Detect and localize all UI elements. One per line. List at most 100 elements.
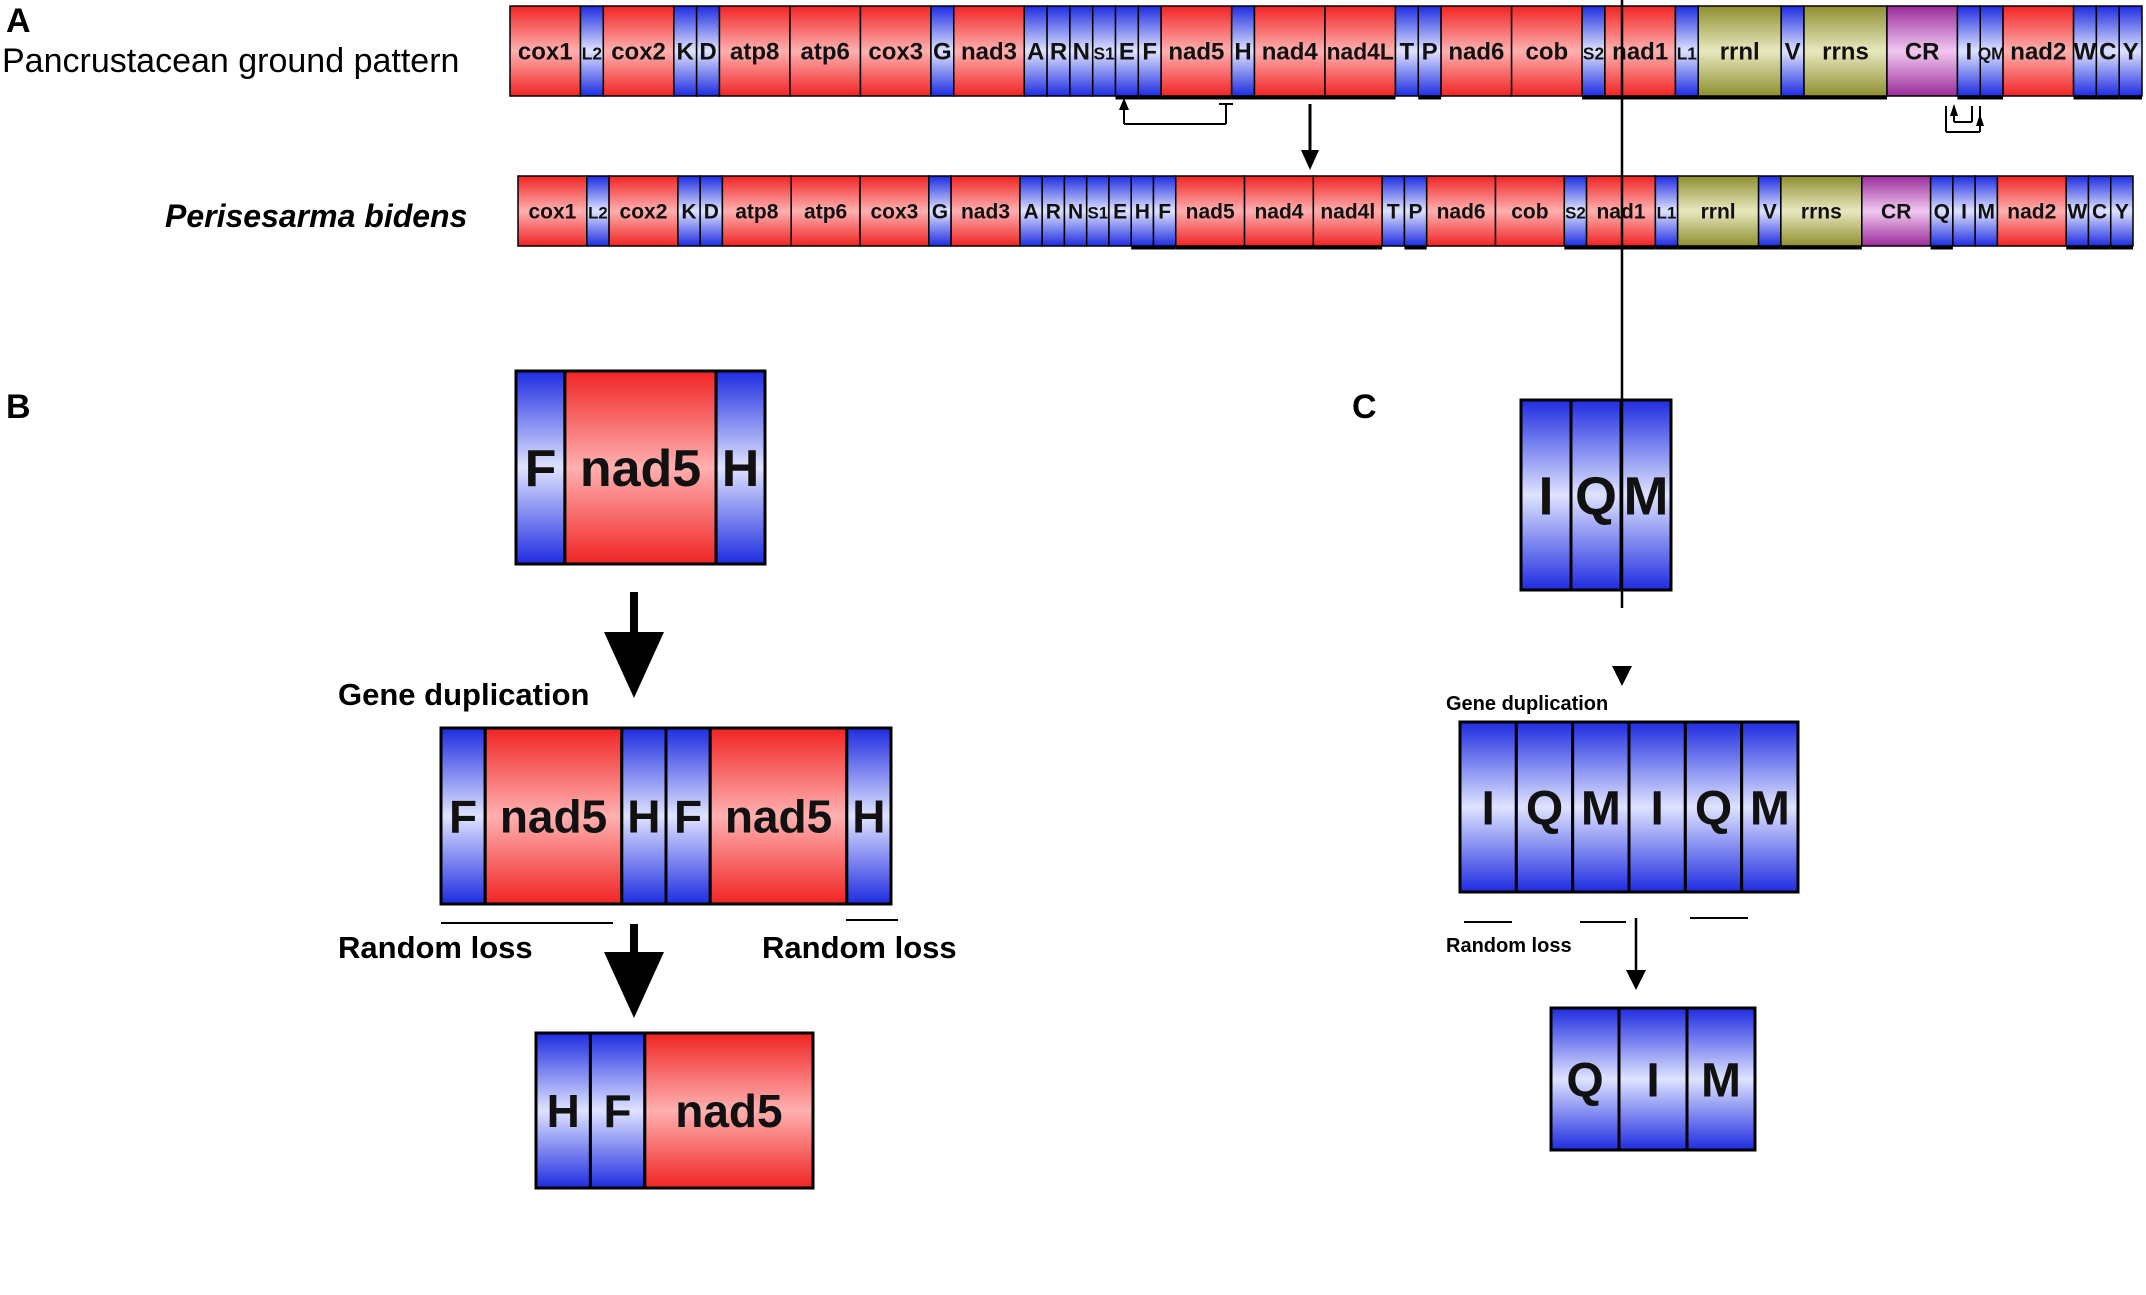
gene-trna-h: H	[620, 726, 668, 906]
gene-protein-nad1: nad1	[1604, 5, 1677, 97]
gene-trna-qm: QM	[1978, 5, 2006, 97]
gene-box	[1627, 720, 1687, 894]
gene-trna-m: M	[1740, 720, 1800, 894]
gene-label: R	[1046, 201, 1061, 224]
gene-control-region-cr: CR	[1861, 175, 1932, 247]
gene-trna-f: F	[514, 369, 567, 566]
gene-box	[1617, 1006, 1689, 1152]
gene-label: H	[1135, 201, 1150, 224]
gene-box	[708, 726, 849, 906]
gene-trna-s1: S1	[1091, 5, 1117, 97]
panel-a-arrow	[1301, 104, 1319, 170]
gene-box	[517, 175, 588, 247]
gene-trna-r: R	[1046, 5, 1071, 97]
gene-label: I	[1650, 782, 1663, 835]
gene-trna-w: W	[2065, 175, 2090, 247]
gene-rrna-rrns: rrns	[1803, 5, 1888, 97]
gene-trna-v: V	[1757, 175, 1782, 247]
gene-trna-d: D	[695, 5, 721, 97]
gene-label: Y	[2115, 201, 2129, 224]
gene-label: cox3	[868, 39, 923, 66]
gene-label: P	[1409, 201, 1423, 224]
translocation-arrowhead-i	[1950, 104, 1958, 116]
gene-protein-cox1: cox1	[517, 175, 588, 247]
gene-trna-v: V	[1780, 5, 1805, 97]
gene-label: nad5	[1168, 39, 1224, 66]
gene-trna-e: E	[1108, 175, 1132, 247]
gene-trna-r: R	[1041, 175, 1066, 247]
gene-label: M	[1750, 782, 1790, 835]
gene-protein-cox2: cox2	[608, 175, 679, 247]
gene-label: H	[722, 440, 760, 498]
gene-protein-nad2: nad2	[2002, 5, 2075, 97]
gene-protein-nad4l: nad4L	[1324, 5, 1397, 97]
gene-label: N	[1073, 39, 1090, 66]
gene-label: cox3	[870, 201, 918, 224]
gene-label: F	[1142, 39, 1157, 66]
gene-trna-h: H	[534, 1031, 592, 1190]
gene-label: T	[1400, 39, 1415, 66]
panel-b-arrow-2	[604, 924, 664, 1018]
gene-box	[2002, 5, 2075, 97]
gene-box	[1243, 175, 1315, 247]
gene-label: G	[932, 201, 948, 224]
translocation-arrowhead-f	[1119, 98, 1129, 110]
gene-trna-k: K	[673, 5, 698, 97]
gene-label: Q	[1526, 782, 1563, 835]
gene-box	[509, 5, 582, 97]
gene-label: I	[1538, 466, 1553, 526]
gene-protein-cox3: cox3	[859, 5, 932, 97]
gene-label: H	[1234, 39, 1251, 66]
gene-label: CR	[1881, 201, 1911, 224]
gene-trna-p: P	[1403, 175, 1428, 247]
gene-label: nad1	[1612, 39, 1668, 66]
gene-trna-q: Q	[1514, 720, 1575, 894]
gene-label: S2	[1565, 204, 1586, 223]
gene-box	[439, 726, 487, 906]
gene-box	[1549, 1006, 1621, 1152]
translocation-arrowhead-qm	[1976, 114, 1984, 126]
gene-box	[2109, 175, 2134, 247]
gene-label: N	[1068, 201, 1083, 224]
gene-label: A	[1023, 201, 1038, 224]
ground-pattern-label: Pancrustacean ground pattern	[2, 42, 459, 80]
panel-c-arrow-2	[1626, 918, 1646, 990]
gene-box	[664, 726, 712, 906]
gene-trna-c: C	[2087, 175, 2112, 247]
gene-label: K	[681, 201, 696, 224]
panel-c-step-gene-duplication: Gene duplication	[1446, 693, 1608, 715]
gene-label: S1	[1094, 44, 1116, 64]
panel-c-random-loss: Random loss	[1446, 935, 1572, 957]
panel-b-random-loss-right: Random loss	[762, 930, 957, 965]
gene-box	[1571, 720, 1631, 894]
gene-trna-g: G	[930, 5, 955, 97]
gene-label: L2	[588, 204, 608, 223]
gene-trna-s2: S2	[1581, 5, 1606, 97]
gene-trna-m: M	[1571, 720, 1631, 894]
species-label: Perisesarma bidens	[165, 198, 467, 234]
gene-trna-h: H	[1230, 5, 1256, 97]
gene-label: cob	[1526, 39, 1569, 66]
gene-trna-i: I	[1458, 720, 1518, 894]
gene-label: nad4l	[1320, 201, 1375, 224]
gene-label: Y	[2123, 39, 2139, 66]
gene-trna-f: F	[439, 726, 487, 906]
gene-box	[620, 726, 668, 906]
gene-protein-nad2: nad2	[1996, 175, 2067, 247]
gene-trna-h: H	[1130, 175, 1155, 247]
gene-label: nad4	[1262, 39, 1319, 66]
gene-label: F	[674, 791, 702, 843]
gene-box	[721, 175, 792, 247]
panel-letter-c: C	[1352, 388, 1377, 426]
gene-label: H	[852, 791, 885, 843]
gene-box	[2118, 5, 2143, 97]
gene-label: nad3	[961, 39, 1017, 66]
gene-box	[1425, 175, 1497, 247]
gene-label: K	[677, 39, 695, 66]
gene-trna-a: A	[1019, 175, 1043, 247]
gene-trna-n: N	[1063, 175, 1088, 247]
gene-label: W	[2067, 201, 2087, 224]
gene-trna-f: F	[664, 726, 712, 906]
gene-box	[1510, 5, 1583, 97]
gene-box	[718, 5, 791, 97]
